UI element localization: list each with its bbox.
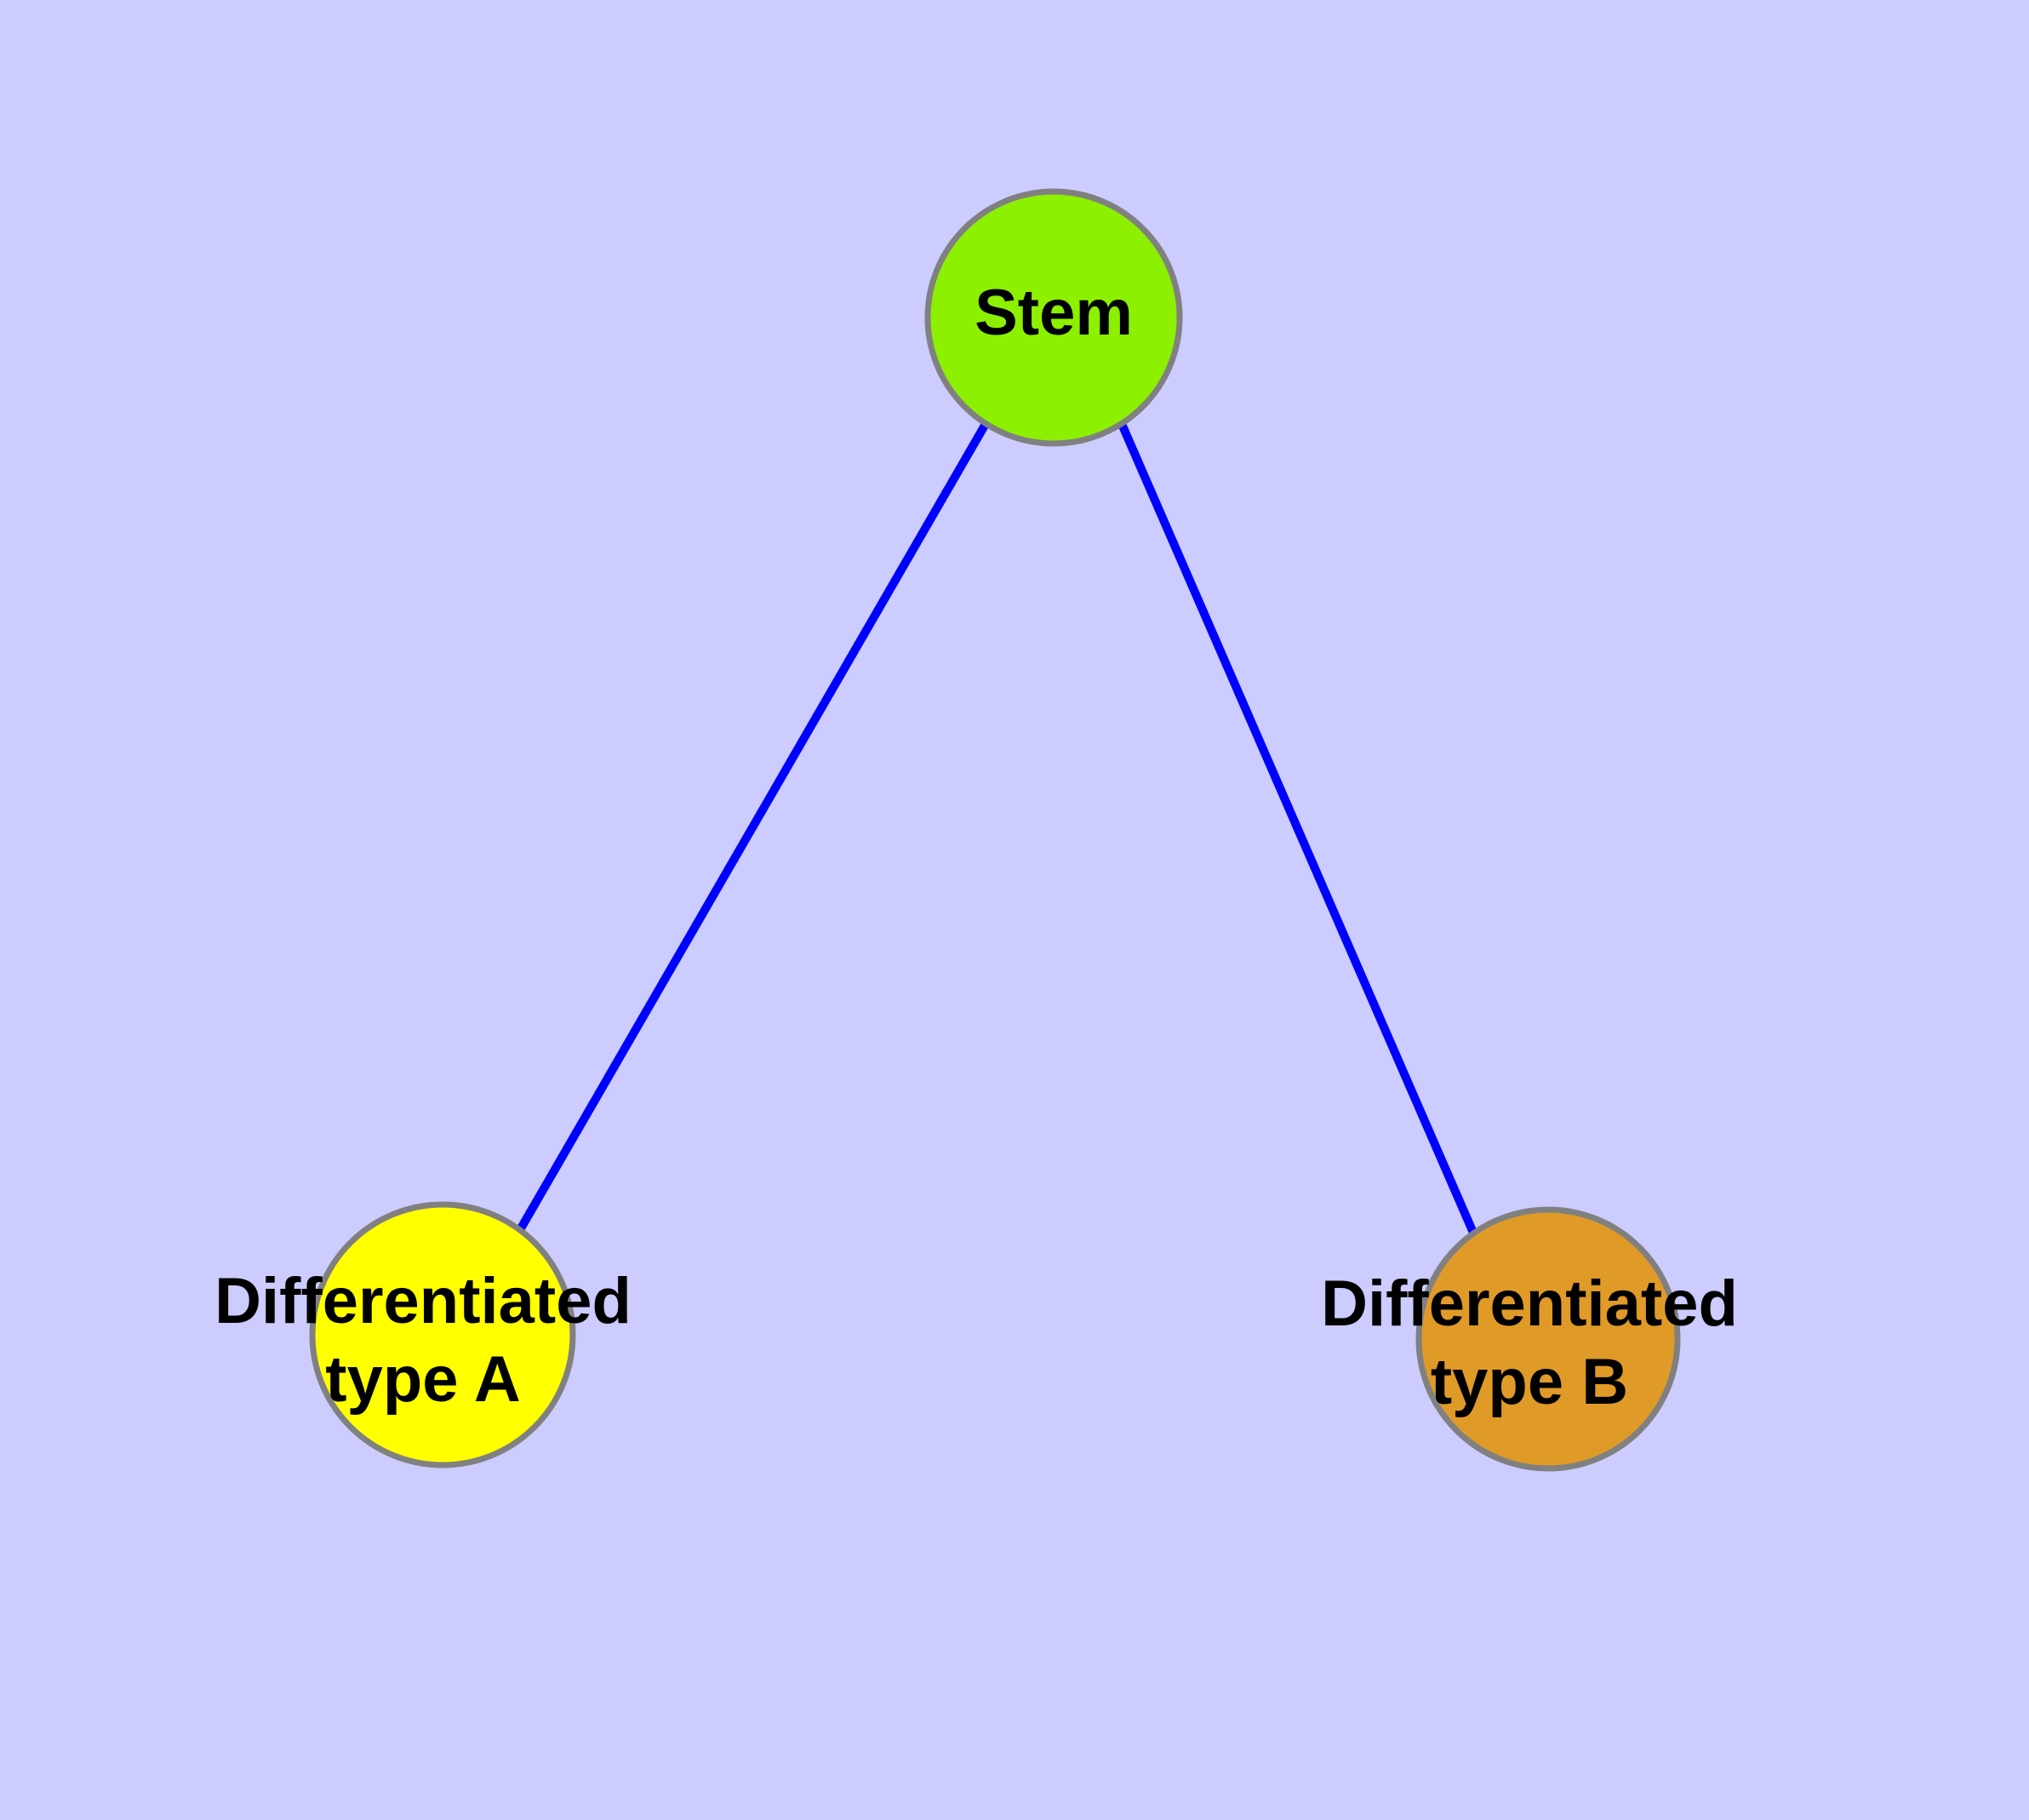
node-diff-a-label-line-1: Differentiated [214, 1265, 632, 1337]
node-stem-label: Stem [974, 277, 1133, 349]
node-layer: Stem Differentiated type A Differentiate… [214, 188, 1738, 1472]
edge-stem-to-diff-b[interactable] [1117, 422, 1477, 1234]
node-diff-b-circle[interactable] [1415, 1206, 1681, 1472]
node-diff-b-label-line-1: Differentiated [1321, 1268, 1738, 1340]
node-diff-b-label: Differentiated type B [1321, 1268, 1738, 1418]
node-diff-b[interactable] [1415, 1206, 1681, 1472]
edge-layer [517, 421, 1477, 1234]
node-stem[interactable]: Stem [924, 188, 1183, 447]
node-diff-b-label-line-2: type B [1431, 1346, 1628, 1418]
node-diff-a[interactable] [309, 1201, 576, 1468]
node-diff-a-label-line-2: type A [325, 1343, 520, 1416]
edge-stem-to-diff-a[interactable] [517, 421, 990, 1231]
node-stem-circle[interactable] [924, 188, 1183, 447]
node-diff-a-circle[interactable] [309, 1201, 576, 1468]
node-diff-a-label: Differentiated type A [214, 1265, 632, 1416]
